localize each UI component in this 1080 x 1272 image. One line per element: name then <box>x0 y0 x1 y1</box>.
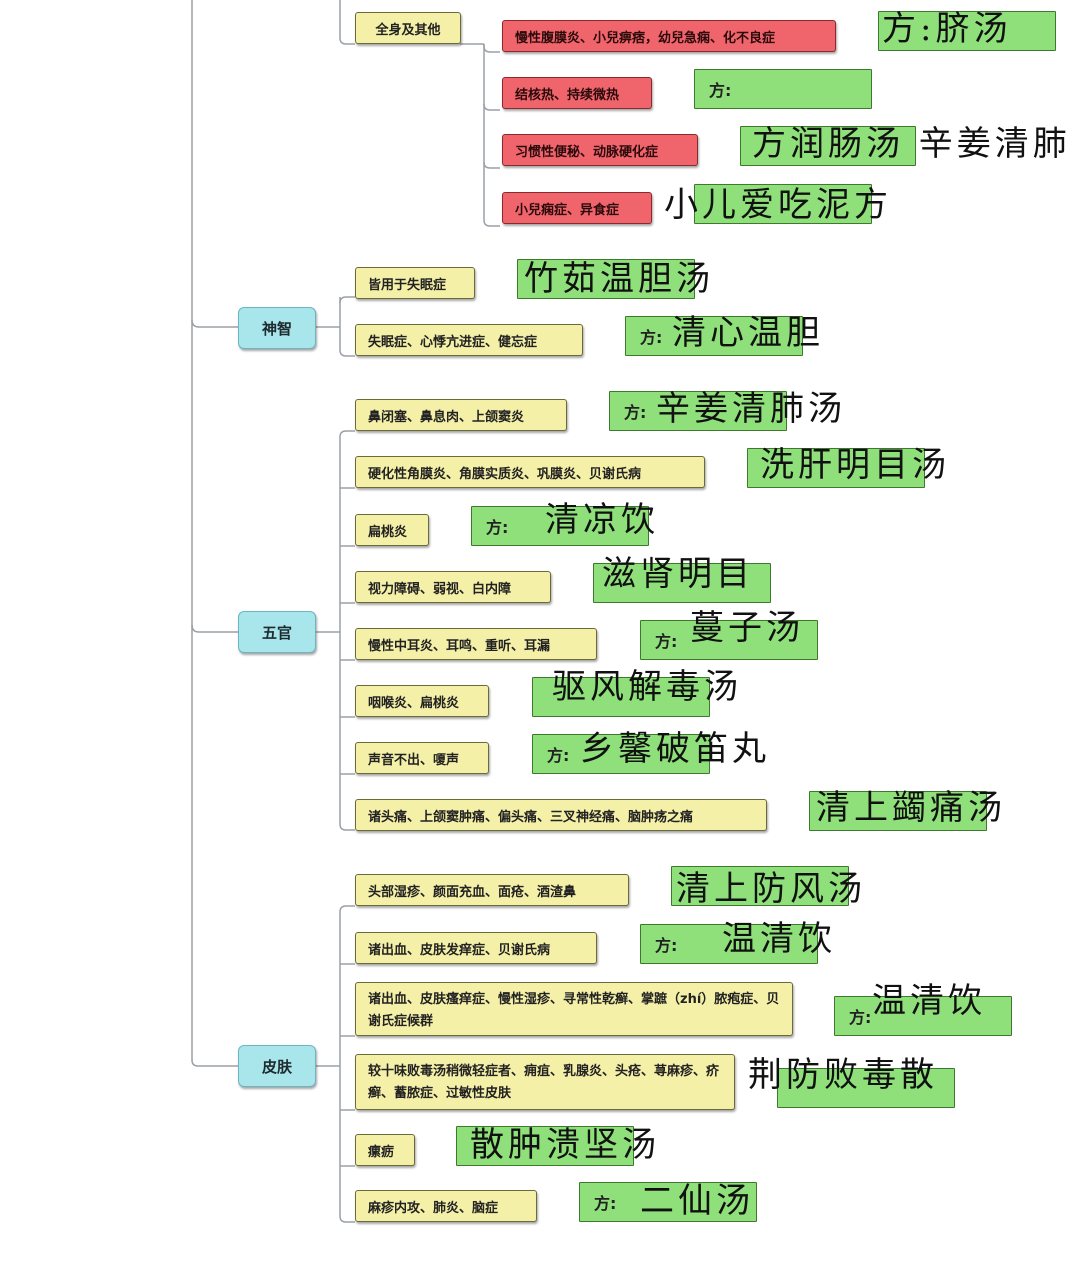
handwritten-formula: 温清饮 <box>722 919 836 959</box>
formula-box <box>777 1068 955 1108</box>
symptom-node: 鼻闭塞、鼻息肉、上颌窦炎 <box>355 399 567 431</box>
formula-box: 方: <box>640 620 818 660</box>
formula-box <box>517 259 695 299</box>
handwritten-formula: 辛姜清肺汤 <box>656 389 846 429</box>
symptom-node: 慢性中耳炎、耳鸣、重听、耳漏 <box>355 628 597 660</box>
symptom-node: 诸出血、皮肤发痒症、贝谢氏病 <box>355 932 597 964</box>
handwritten-formula: 方润肠汤 辛姜清肺 <box>752 124 1071 164</box>
symptom-node-red: 慢性腹膜炎、小兒痹痞，幼兒急痫、化不良症 <box>502 20 836 52</box>
formula-box <box>809 791 987 831</box>
handwritten-formula: 散肿溃坚汤 <box>470 1125 660 1165</box>
symptom-node: 硬化性角膜炎、角膜实质炎、巩膜炎、贝谢氏病 <box>355 456 705 488</box>
handwritten-formula: 清凉饮 <box>545 500 659 540</box>
formula-box: 方: <box>579 1182 757 1222</box>
formula-box <box>671 866 849 906</box>
handwritten-formula: 温清饮 <box>872 981 986 1021</box>
category-node-wuguan[interactable]: 五官 <box>238 611 316 653</box>
formula-box <box>740 126 916 166</box>
formula-box <box>878 11 1056 51</box>
symptom-node-red: 结核热、持续微热 <box>502 77 652 109</box>
category-node-shenzhi[interactable]: 神智 <box>238 307 316 349</box>
handwritten-formula: 蔓子汤 <box>690 608 804 648</box>
formula-box <box>532 677 710 717</box>
handwritten-formula: 竹茹温胆汤 <box>524 259 714 299</box>
handwritten-formula: 清上蠲痛汤 <box>816 788 1006 828</box>
symptom-node: 瘰疬 <box>355 1134 415 1166</box>
handwritten-formula: 乡馨破笛丸 <box>580 729 770 769</box>
handwritten-formula: 小儿爱吃泥方 <box>664 185 892 225</box>
symptom-node: 声音不出、嗄声 <box>355 742 489 774</box>
formula-box: 方: <box>471 506 649 546</box>
formula-box: 方: <box>834 996 1012 1036</box>
symptom-node: 较十味败毒汤稍微轻症者、痈疽、乳腺炎、头疮、荨麻疹、疥癣、蓄脓症、过敏性皮肤 <box>355 1054 735 1110</box>
handwritten-formula: 滋肾明目 <box>602 554 754 594</box>
formula-box: 方: <box>694 69 872 109</box>
formula-box: 方: <box>625 316 803 356</box>
handwritten-formula: 方:脐汤 <box>882 9 1012 49</box>
symptom-node: 视力障碍、弱视、白内障 <box>355 571 551 603</box>
symptom-node: 咽喉炎、扁桃炎 <box>355 685 489 717</box>
formula-box <box>593 563 771 603</box>
symptom-node: 失眠症、心悸亢进症、健忘症 <box>355 324 583 356</box>
handwritten-formula: 荆防败毒散 <box>748 1055 938 1095</box>
handwritten-formula: 洗肝明目汤 <box>760 445 950 485</box>
handwritten-formula: 清心温胆 <box>672 313 824 353</box>
formula-box <box>456 1126 634 1166</box>
handwritten-formula: 清上防风汤 <box>676 869 866 909</box>
symptom-node: 头部湿疹、颜面充血、面疮、酒渣鼻 <box>355 874 629 906</box>
category-node-pifu[interactable]: 皮肤 <box>238 1045 316 1087</box>
formula-box: 方: <box>640 924 818 964</box>
symptom-node: 诸头痛、上颌窦肿痛、偏头痛、三叉神经痛、脑肿疡之痛 <box>355 799 767 831</box>
symptom-node: 麻疹内攻、肺炎、脑症 <box>355 1190 537 1222</box>
handwritten-formula: 驱风解毒汤 <box>552 667 742 707</box>
symptom-node: 皆用于失眠症 <box>355 267 475 299</box>
symptom-node: 全身及其他 <box>355 12 461 44</box>
symptom-node-red: 小兒痫症、异食症 <box>502 192 652 224</box>
formula-box: 方: <box>609 391 787 431</box>
symptom-node: 诸出血、皮肤瘙痒症、慢性湿疹、寻常性乾癣、掌蹠（zhí）脓疱症、贝谢氏症候群 <box>355 982 793 1036</box>
formula-box <box>747 448 925 488</box>
handwritten-formula: 二仙汤 <box>640 1181 754 1221</box>
formula-box <box>694 184 872 224</box>
symptom-node-red: 习惯性便秘、动脉硬化症 <box>502 134 698 166</box>
formula-box: 方: <box>532 734 710 774</box>
symptom-node: 扁桃炎 <box>355 514 429 546</box>
